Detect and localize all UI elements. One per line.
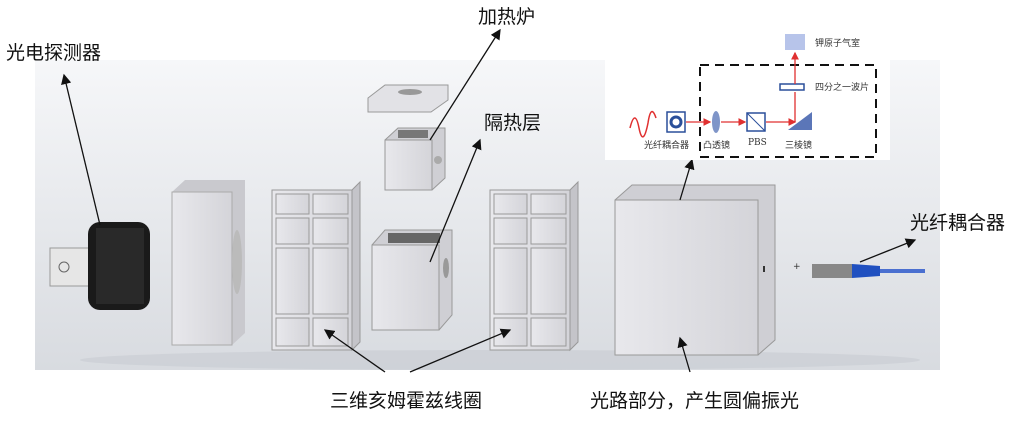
inset-prism-label: 三棱镜	[785, 141, 813, 151]
helmholtz-coil-1	[271, 180, 361, 352]
optical-path-box	[614, 184, 776, 356]
inset-pbs-label: PBS	[748, 138, 767, 148]
inset-waveplate-label: 四分之一波片	[815, 83, 870, 93]
top-plate	[367, 84, 449, 113]
heating-furnace-label: 加热炉	[478, 6, 536, 28]
heating-furnace	[384, 127, 446, 191]
pointer-arrows	[61, 28, 917, 373]
insulation-layer-label: 隔热层	[484, 112, 542, 134]
insulation-layer	[371, 229, 453, 331]
svg-text:+: +	[793, 262, 801, 272]
fiber-coupler: +	[793, 262, 925, 278]
optical-path-label: 光路部分，产生圆偏振光	[590, 390, 800, 412]
inset-fiber-coupler-label: 光纤耦合器	[644, 141, 690, 151]
optical-setup-inset	[605, 18, 890, 160]
end-block	[171, 180, 245, 346]
inset-cell-label: 钾原子气室	[815, 39, 861, 49]
helmholtz-coils-label: 三维亥姆霍兹线圈	[330, 390, 483, 412]
photodetector	[49, 222, 150, 310]
fiber-coupler-label: 光纤耦合器	[910, 212, 1006, 234]
inset-lens-label: 凸透镜	[703, 141, 731, 151]
helmholtz-coil-2	[489, 180, 579, 352]
photodetector-label: 光电探测器	[6, 42, 102, 64]
